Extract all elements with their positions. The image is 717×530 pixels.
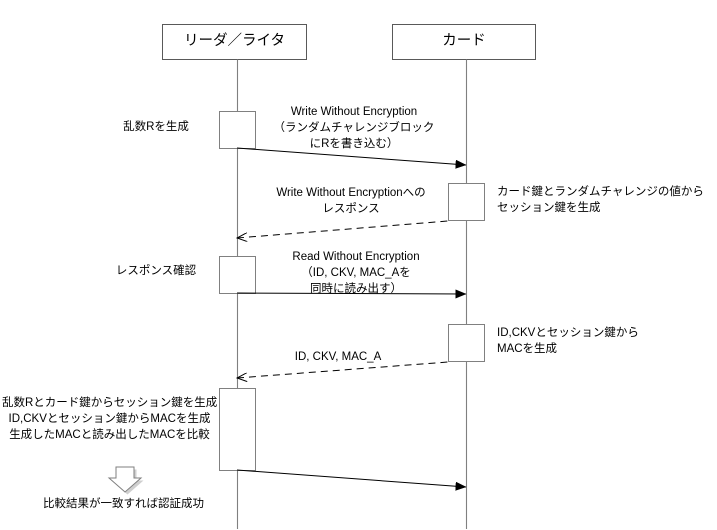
message-label-write-without-encryption-line-3: にRを書き込む） [309,138,399,150]
lifeline-header-card [392,24,536,60]
activation-card-1 [448,183,485,221]
message-line-write-response [237,220,449,238]
message-label-write-response-line-1: Write Without Encryptionへの [276,187,426,199]
message-label-read-without-encryption-line-2: （ID, CKV, MAC_Aを [301,267,411,279]
lifeline-header-label-reader: リーダ／ライタ [184,33,285,49]
message-line-final [236,469,467,491]
note-make-mac-line-2: MACを生成 [497,343,558,355]
activation-reader-3 [219,388,256,471]
note-verify-mac-line-3: 生成したMACと読み出したMACを比較 [9,429,210,441]
note-check-response: レスポンス確認 [115,265,197,277]
message-label-read-response: ID, CKV, MAC_A [294,351,382,363]
lifeline-header-reader [162,24,307,60]
note-verify-mac-line-1: 乱数Rとカード鍵からセッション鍵を生成 [2,397,218,409]
message-label-read-without-encryption-line-1: Read Without Encryption [292,251,420,263]
note-gen-random: 乱数Rを生成 [123,121,189,133]
message-label-write-without-encryption-line-2: （ランダムチャレンジブロック [273,122,435,134]
lifeline-header-label-card: カード [442,33,486,49]
message-line-read-without-encryption [236,289,467,299]
down-block-arrow [107,466,144,495]
note-session-key-line-2: セッション鍵を生成 [497,202,601,214]
message-label-write-response-line-2: レスポンス [322,203,380,215]
note-auth-success: 比較結果が一致すれば認証成功 [43,498,204,510]
activation-reader-2 [219,256,256,294]
message-line-write-without-encryption [236,147,467,169]
activation-reader-1 [219,111,256,149]
message-label-read-without-encryption-line-3: 同時に読み出す） [310,283,402,295]
note-verify-mac-line-2: ID,CKVとセッション鍵からMACを生成 [8,413,211,425]
note-session-key-line-1: カード鍵とランダムチャレンジの値から [497,186,704,198]
note-make-mac-line-1: ID,CKVとセッション鍵から [497,327,639,339]
message-label-write-without-encryption-line-1: Write Without Encryption [290,106,418,118]
activation-card-2 [448,324,485,362]
